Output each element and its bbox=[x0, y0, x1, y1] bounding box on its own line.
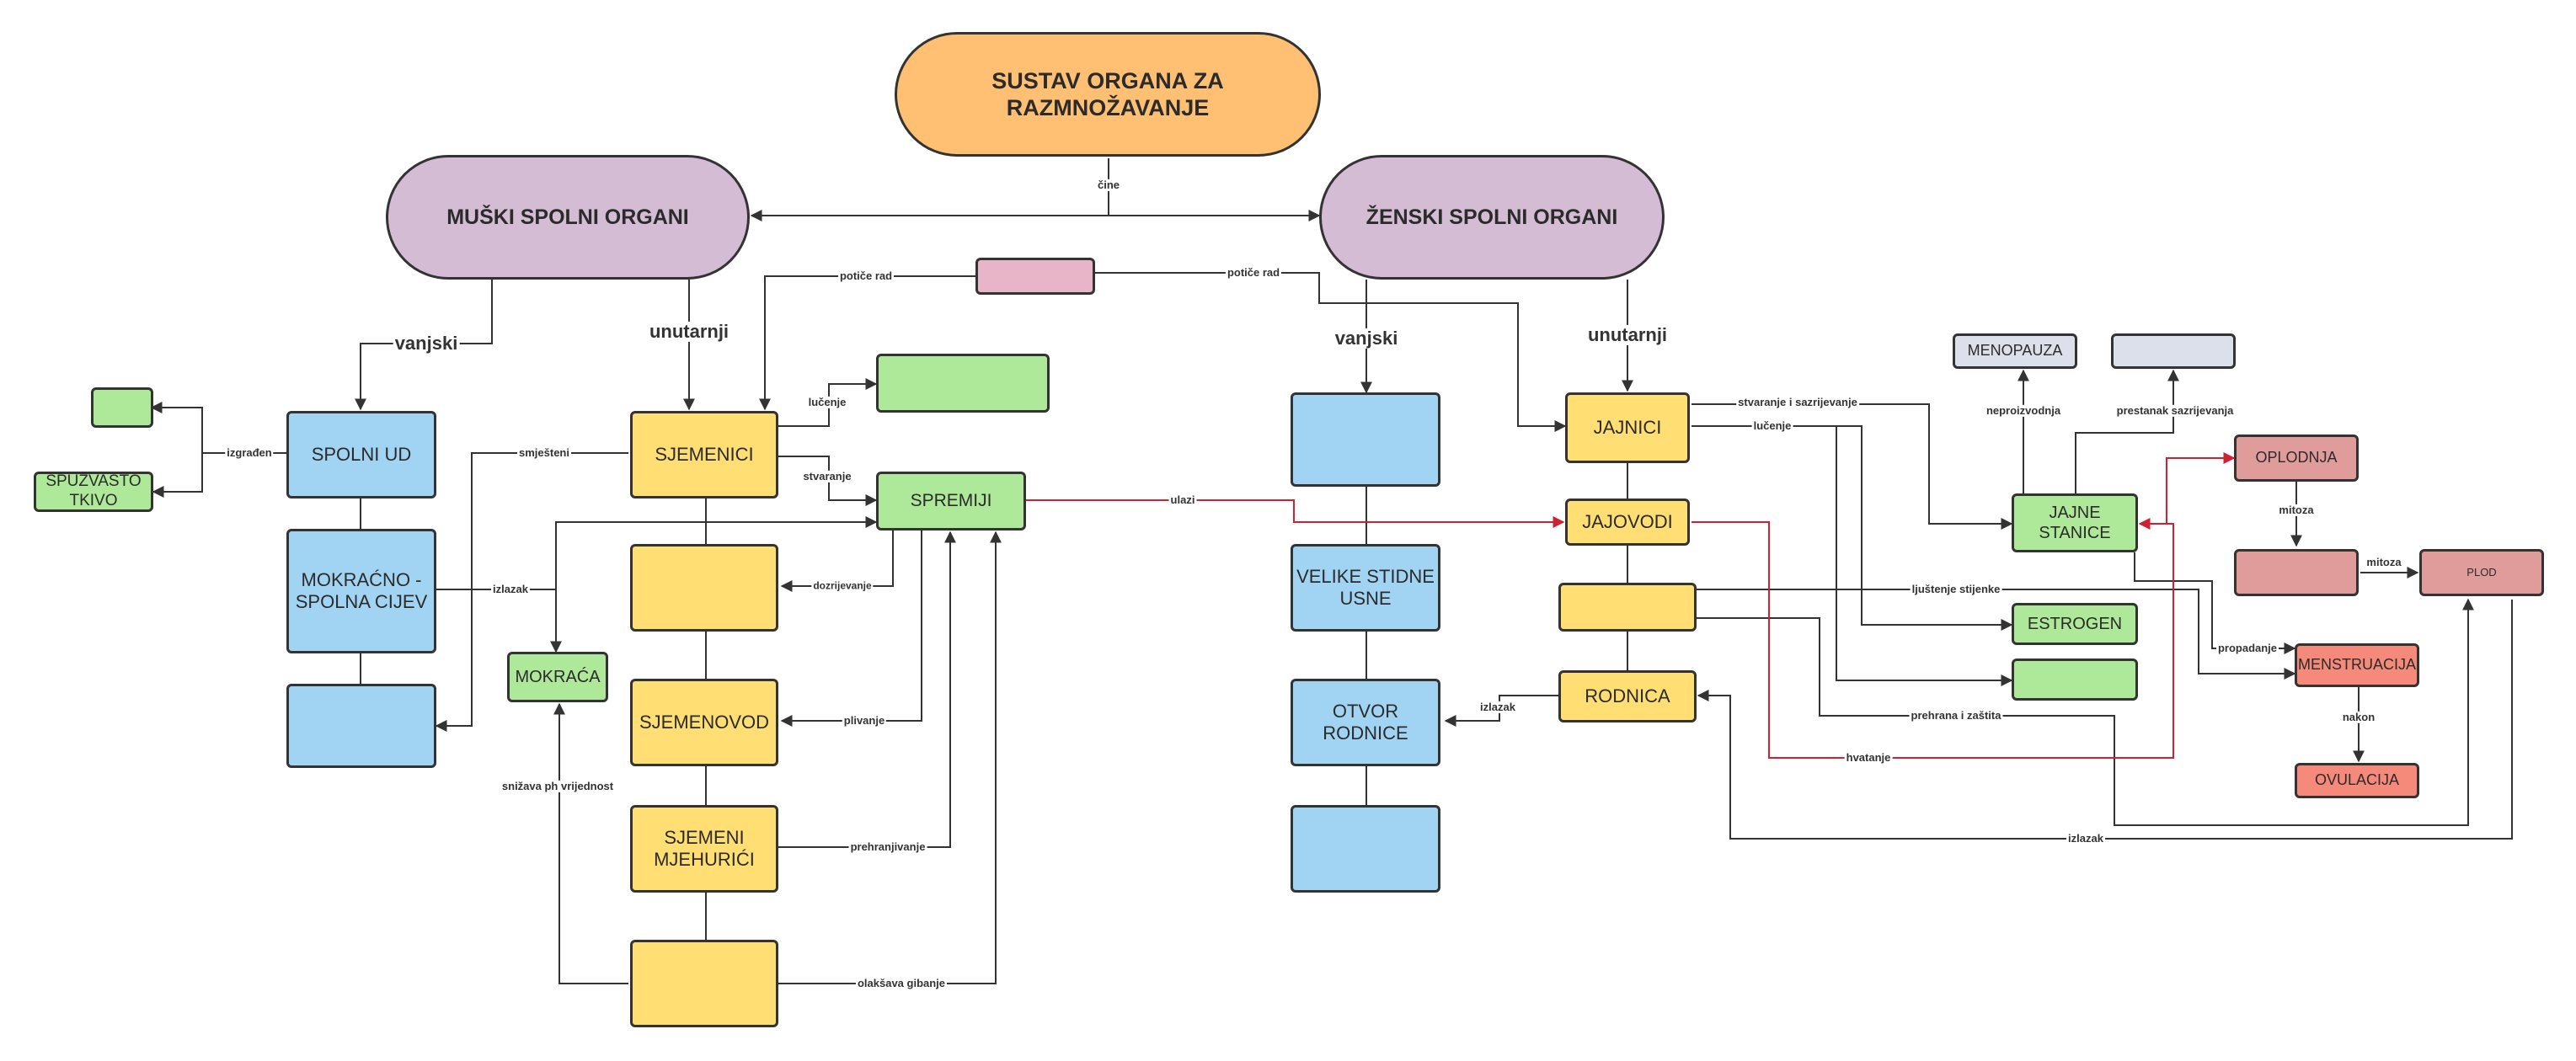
female-lower-blank bbox=[1291, 805, 1440, 893]
male-organs: MUŠKI SPOLNI ORGANI bbox=[386, 155, 750, 280]
label-stvaranje-female: stvaranje i sazrijevanje bbox=[1736, 395, 1859, 409]
zigota-blank bbox=[2234, 549, 2359, 596]
label-neproizvodnja: neproizvodnja bbox=[1984, 403, 2063, 418]
pasjemenik-blank bbox=[630, 544, 778, 632]
jajne-stanice: JAJNE STANICE bbox=[2012, 493, 2138, 552]
mokraca: MOKRAĆA bbox=[507, 652, 608, 702]
male-hormone-blank bbox=[876, 354, 1050, 413]
label-potice-right: potiče rad bbox=[1225, 265, 1282, 280]
rodnica: RODNICA bbox=[1558, 670, 1697, 722]
edge-olaksava bbox=[778, 530, 1002, 984]
spuzvasto-tkivo: SPUŽVASTO TKIVO bbox=[34, 472, 153, 512]
edge-izgraden-bottom bbox=[152, 453, 203, 498]
menstruacija: MENSTRUACIJA bbox=[2295, 643, 2419, 687]
root-title: SUSTAV ORGANA ZA RAZMNOŽAVANJE bbox=[895, 32, 1321, 157]
label-vanjski-female: vanjski bbox=[1333, 327, 1400, 349]
jajovodi: JAJOVODI bbox=[1565, 499, 1690, 546]
otvor-rodnice: OTVOR RODNICE bbox=[1291, 679, 1440, 766]
menopauza: MENOPAUZA bbox=[1953, 333, 2077, 369]
edge-root-male bbox=[750, 158, 1109, 221]
label-izlazak-female: izlazak bbox=[1478, 700, 1517, 714]
edge-root-female bbox=[1108, 194, 1321, 221]
oplodnja: OPLODNJA bbox=[2234, 435, 2359, 482]
estrogen: ESTROGEN bbox=[2012, 603, 2138, 645]
mokracno-spolna-cijev: MOKRAĆNO -SPOLNA CIJEV bbox=[286, 529, 436, 653]
label-ulazi: ulazi bbox=[1168, 493, 1197, 507]
sjemenovod: SJEMENOVOD bbox=[630, 679, 778, 766]
label-smjesteni: smješteni bbox=[517, 445, 571, 460]
label-potice-left: potiče rad bbox=[837, 269, 895, 283]
label-hvatanje: hvatanje bbox=[1844, 750, 1893, 765]
label-prehranjivanje: prehranjivanje bbox=[848, 840, 927, 854]
spolni-ud: SPOLNI UD bbox=[286, 411, 436, 499]
label-plivanje: plivanje bbox=[842, 713, 887, 728]
maternica-blank bbox=[1558, 583, 1697, 632]
label-prestanak: prestanak sazrijevanja bbox=[2114, 403, 2236, 418]
edge-pink-sjemenici bbox=[759, 275, 975, 411]
pink-hormone-blank bbox=[975, 258, 1095, 295]
female-hormone-blank bbox=[2012, 658, 2138, 701]
label-izlazak-male: izlazak bbox=[491, 582, 530, 596]
sjemeni-mjehurici: SJEMENI MJEHURIĆI bbox=[630, 805, 778, 893]
label-dozrijevanje: dozrijevanje bbox=[811, 579, 874, 592]
label-propadanje: propadanje bbox=[2215, 641, 2279, 655]
label-snizava: snižava ph vrijednost bbox=[500, 779, 616, 793]
label-nakon: nakon bbox=[2340, 710, 2377, 724]
label-izgraden: izgrađen bbox=[225, 445, 274, 460]
edge-prehrana bbox=[1697, 598, 2474, 826]
sjemenici: SJEMENICI bbox=[630, 411, 778, 499]
spremiji: SPREMIJI bbox=[876, 472, 1026, 530]
label-prehrana: prehrana i zaštita bbox=[1909, 708, 2003, 722]
label-stvaranje-male: stvaranje bbox=[801, 469, 853, 483]
velike-stidne-usne: VELIKE STIDNE USNE bbox=[1291, 544, 1440, 632]
label-vanjski-male: vanjski bbox=[393, 332, 460, 355]
label-lucenje-female: lučenje bbox=[1751, 419, 1793, 433]
plod: PLOD bbox=[2419, 549, 2544, 596]
label-ljustenje: ljuštenje stijenke bbox=[1910, 582, 2002, 596]
edge-ljustenje bbox=[1697, 589, 2296, 680]
female-organs: ŽENSKI SPOLNI ORGANI bbox=[1319, 155, 1665, 280]
label-mitoza-2: mitoza bbox=[2365, 555, 2403, 569]
edge-dozrijevanje bbox=[780, 530, 894, 592]
glans-blank bbox=[91, 387, 153, 428]
label-izlazak-plod: izlazak bbox=[2066, 831, 2105, 845]
edge-snizava bbox=[553, 702, 628, 984]
edge-plivanje bbox=[780, 530, 922, 727]
edge-izlazak-plod bbox=[1697, 600, 2513, 840]
jajnici: JAJNICI bbox=[1565, 392, 1690, 463]
edge-lucenje-green bbox=[1836, 426, 2013, 686]
male-outlet-blank bbox=[286, 684, 436, 768]
label-unutarnji-male: unutarnji bbox=[647, 320, 731, 343]
female-external-blank bbox=[1291, 392, 1440, 487]
edge-hvatanje bbox=[1692, 518, 2174, 759]
label-mitoza-1: mitoza bbox=[2277, 503, 2316, 517]
edge-prehranjivanje bbox=[778, 530, 956, 848]
grey-blank bbox=[2111, 333, 2236, 369]
label-lucenje-male: lučenje bbox=[806, 395, 848, 409]
edge-oplodnja bbox=[2140, 452, 2236, 525]
edge-stvaranje-f bbox=[1692, 403, 2013, 530]
label-olaksava: olakšava gibanje bbox=[855, 976, 948, 990]
ovulacija: OVULACIJA bbox=[2295, 763, 2419, 798]
edge-prestanak bbox=[2075, 369, 2179, 495]
edge-pink-jajnici bbox=[1095, 272, 1567, 432]
label-cine: čine bbox=[1095, 178, 1122, 192]
edge-ulazi bbox=[1026, 499, 1565, 528]
label-unutarnji-female: unutarnji bbox=[1585, 323, 1670, 346]
prostata-blank bbox=[630, 940, 778, 1027]
